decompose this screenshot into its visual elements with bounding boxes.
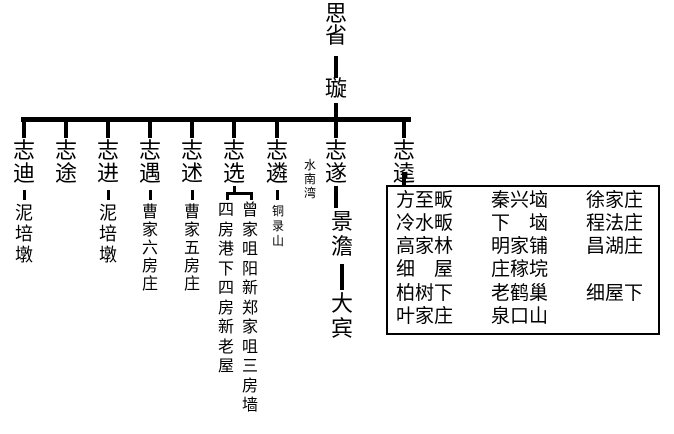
root-name: 思省 (325, 2, 348, 49)
sui-child-connector (334, 186, 338, 208)
son-name-8: 志遂 (325, 139, 348, 187)
sui-child: 景澹 (331, 210, 354, 260)
son-name-9: 志逵 (393, 139, 416, 187)
drop-line-2 (64, 120, 68, 138)
tick-4 (149, 190, 152, 200)
main-horizontal-line (21, 117, 411, 122)
split-left (226, 192, 229, 200)
son-name-4: 志遇 (139, 139, 162, 187)
son-note-7: 铜录山 (272, 204, 285, 248)
son-name-7: 志遴 (266, 139, 289, 187)
split-vertical (233, 186, 236, 194)
drop-line-1 (22, 120, 26, 138)
drop-line-4 (148, 120, 152, 138)
root-connector (334, 56, 338, 78)
places-box: 方至畈 秦兴垴 徐家庄 冷水畈 下 垴 程法庄 高家林 明家铺 昌湖庄 细 屋 … (386, 185, 660, 335)
split-right (250, 192, 253, 200)
drop-line-5 (190, 120, 194, 138)
drop-line-9 (402, 120, 406, 138)
box-row-3: 高家林 明家铺 昌湖庄 (396, 235, 644, 257)
box-row-6: 叶家庄 泉口山 (396, 305, 549, 327)
son-note-6b: 曾家咀阳新郑家咀三房墙 (242, 200, 259, 414)
second-name: 璇 (325, 77, 348, 102)
son-note-6a: 四房港下四房新老屋 (218, 200, 235, 375)
box-row-1: 方至畈 秦兴垴 徐家庄 (396, 189, 644, 211)
split-horizontal (226, 192, 253, 195)
son-name-6: 志选 (223, 139, 246, 187)
kui-box-connector (402, 172, 406, 186)
second-connector (334, 103, 338, 119)
tick-3 (107, 190, 110, 200)
son-note-7-small: 水南湾 (304, 158, 317, 200)
son-note-4: 曹家六房庄 (142, 202, 159, 293)
drop-line-8 (334, 120, 338, 138)
drop-line-3 (106, 120, 110, 138)
son-note-1: 泥培墩 (15, 203, 33, 266)
box-row-5: 柏树下 老鹤巢 细屋下 (396, 282, 644, 304)
drop-line-7 (275, 120, 279, 138)
box-row-4: 细 屋 庄稼垸 (396, 258, 549, 280)
sui-grandchild-connector (340, 264, 344, 290)
tick-1 (23, 190, 26, 200)
son-name-5: 志述 (181, 139, 204, 187)
son-note-3: 泥培墩 (99, 203, 117, 266)
root-name-text: 思省 (325, 2, 348, 49)
son-note-5: 曹家五房庄 (184, 202, 201, 293)
drop-line-6 (232, 120, 236, 138)
son-name-3: 志进 (97, 139, 120, 187)
son-name-2: 志途 (55, 139, 78, 187)
tick-5 (191, 190, 194, 200)
son-name-1: 志迪 (13, 139, 36, 187)
sui-grandchild: 大宾 (331, 292, 354, 342)
box-row-2: 冷水畈 下 垴 程法庄 (396, 212, 644, 234)
tick-7 (276, 190, 279, 200)
